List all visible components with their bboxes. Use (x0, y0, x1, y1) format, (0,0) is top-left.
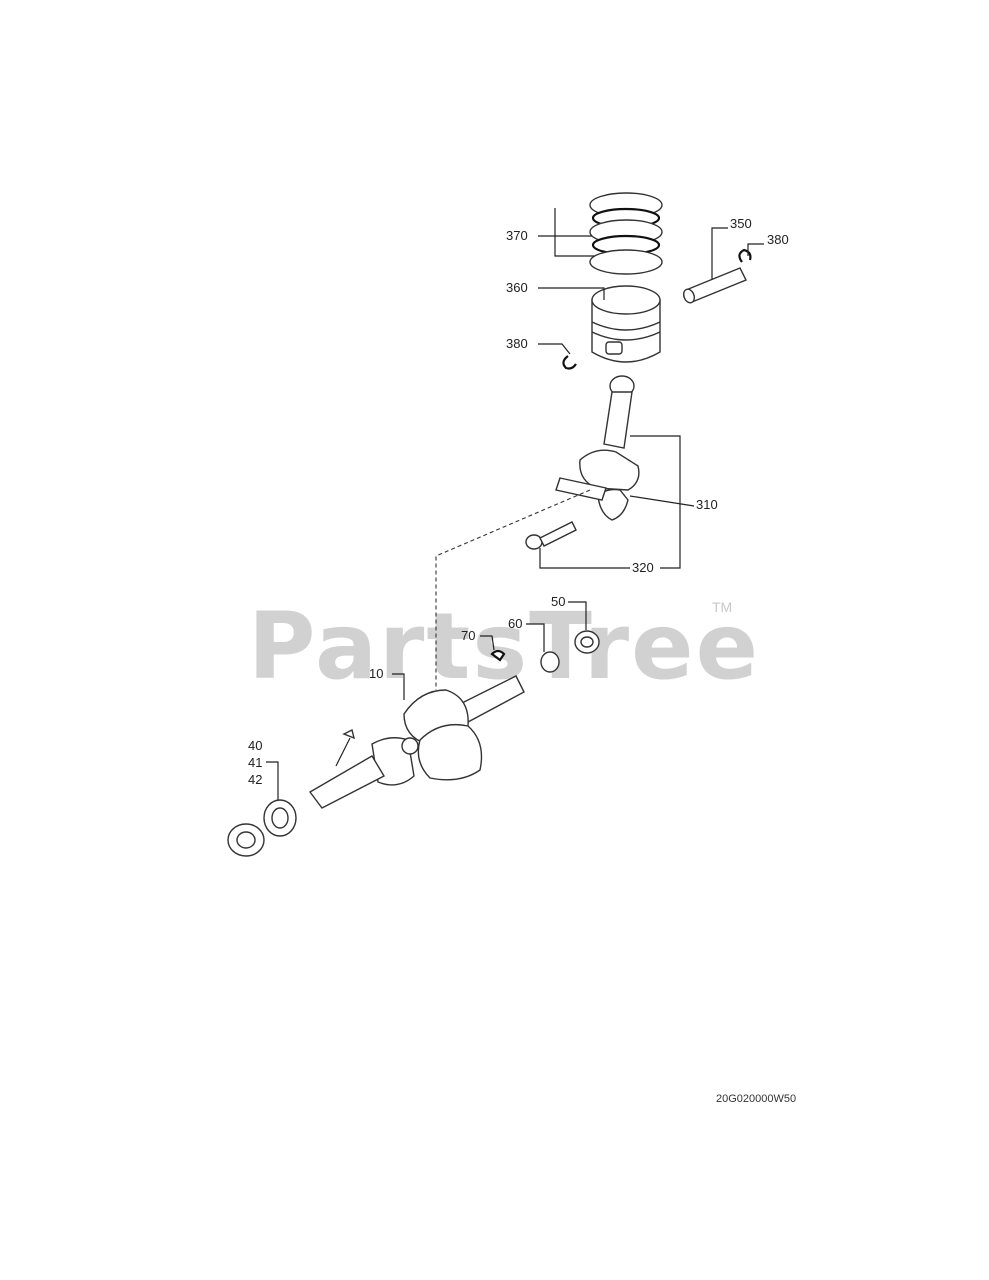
piston-part[interactable] (591, 285, 661, 363)
callout-310-leader-2 (629, 495, 695, 507)
gear-60-part[interactable] (540, 651, 560, 673)
callout-310[interactable]: 310 (696, 497, 718, 512)
callout-10[interactable]: 10 (369, 666, 383, 681)
bearing-50-part[interactable] (574, 630, 600, 654)
clip-left-part[interactable] (562, 355, 577, 370)
callout-320-leader (539, 548, 630, 569)
callout-360[interactable]: 360 (506, 280, 528, 295)
callout-380-left-leader (538, 343, 571, 355)
callout-320[interactable]: 320 (632, 560, 654, 575)
callout-41[interactable]: 41 (248, 755, 262, 770)
callout-310-leader (630, 435, 681, 569)
crankshaft-part[interactable] (308, 675, 525, 809)
callout-350-leader (711, 227, 728, 280)
piston-rings-part[interactable] (589, 192, 663, 275)
callout-50[interactable]: 50 (551, 594, 565, 609)
callout-370[interactable]: 370 (506, 228, 528, 243)
rod-bolt-part[interactable] (525, 521, 577, 550)
clip-right-part[interactable] (738, 248, 752, 263)
callout-10-leader (392, 673, 405, 700)
callout-370-leader (554, 208, 595, 257)
drawing-code: 20G020000W50 (716, 1093, 796, 1105)
callout-70[interactable]: 70 (461, 628, 475, 643)
flywheel-hub-part[interactable] (227, 823, 265, 857)
connecting-rod-part[interactable] (555, 375, 640, 521)
key-70-part[interactable] (490, 649, 506, 662)
callout-42[interactable]: 42 (248, 772, 262, 787)
callout-70-leader (480, 635, 495, 651)
watermark-trademark: TM (712, 599, 732, 615)
callout-360-leader (538, 287, 605, 300)
callout-60-leader (526, 623, 545, 652)
callout-380-left[interactable]: 380 (506, 336, 528, 351)
callout-40-41-42-leader (266, 761, 279, 800)
callout-380-right-leader (747, 243, 764, 256)
piston-pin-part[interactable] (682, 267, 747, 304)
callout-50-leader (568, 601, 587, 630)
pulley-40-part[interactable] (263, 799, 297, 837)
callout-60[interactable]: 60 (508, 616, 522, 631)
callout-380-right[interactable]: 380 (767, 232, 789, 247)
callout-40[interactable]: 40 (248, 738, 262, 753)
callout-350[interactable]: 350 (730, 216, 752, 231)
